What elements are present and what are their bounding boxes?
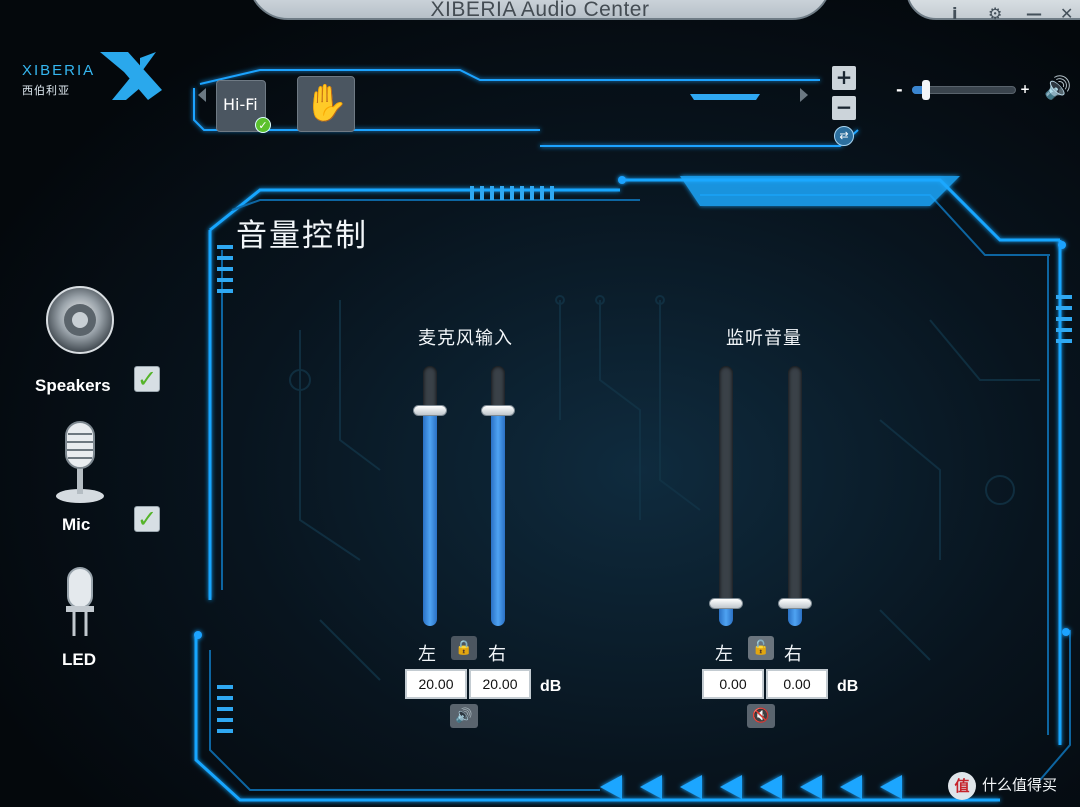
mic-speaker-icon[interactable]: 🔊	[450, 704, 478, 728]
sidebar-label-speakers[interactable]: Speakers	[35, 376, 111, 395]
mic-left-db-input[interactable]: 20.00	[405, 669, 467, 699]
mic-left-fill	[423, 410, 437, 626]
volume-minus-icon[interactable]: -	[896, 80, 903, 99]
gear-icon[interactable]: ⚙	[988, 4, 1003, 23]
monitor-lock-icon[interactable]: 🔓	[748, 636, 774, 660]
monitor-left-knob[interactable]	[709, 598, 743, 609]
mic-input-title: 麦克风输入	[418, 328, 513, 349]
monitor-db-unit: dB	[837, 678, 859, 695]
mic-lock-icon[interactable]: 🔒	[451, 636, 477, 660]
watermark-badge: 值	[948, 772, 976, 800]
speaker-icon[interactable]: 🔊	[1044, 76, 1072, 101]
mic-left-knob[interactable]	[413, 405, 447, 416]
monitor-right-label: 右	[784, 644, 802, 665]
monitor-mute-icon[interactable]: 🔇	[747, 704, 775, 728]
sidebar-label-led[interactable]: LED	[62, 650, 96, 669]
volume-plus-icon[interactable]: +	[1020, 82, 1031, 96]
mic-right-fill	[491, 410, 505, 626]
refresh-preset-button[interactable]: ⇄	[834, 126, 854, 146]
window-title: XIBERIA Audio Center	[430, 0, 650, 21]
mic-right-label: 右	[488, 644, 506, 665]
speakers-icon[interactable]	[44, 286, 118, 360]
remove-preset-button[interactable]: −	[832, 96, 856, 120]
sidebar-label-mic[interactable]: Mic	[62, 515, 91, 534]
mic-icon[interactable]	[50, 416, 110, 506]
custom-preset-hand-button[interactable]: ✋	[297, 76, 355, 132]
active-check-icon: ✓	[255, 117, 271, 133]
logo-subtitle: 西伯利亚	[22, 84, 70, 97]
mic-right-knob[interactable]	[481, 405, 515, 416]
window-controls: i ⚙ — ✕	[906, 0, 1080, 23]
hand-icon: ✋	[303, 83, 349, 124]
speakers-checkbox[interactable]: ✓	[134, 366, 160, 392]
window-title-tab: XIBERIA Audio Center	[248, 0, 832, 21]
logo-text: XIBERIA	[22, 62, 96, 79]
close-icon[interactable]: ✕	[1060, 4, 1074, 23]
monitor-right-db-input[interactable]: 0.00	[766, 669, 828, 699]
mic-left-label: 左	[418, 644, 436, 665]
monitor-left-label: 左	[715, 644, 733, 665]
monitor-right-knob[interactable]	[778, 598, 812, 609]
master-volume-fill	[912, 86, 930, 94]
monitor-volume-title: 监听音量	[726, 328, 802, 349]
monitor-right-track[interactable]	[788, 366, 802, 626]
mic-right-db-input[interactable]: 20.00	[469, 669, 531, 699]
preset-hifi[interactable]: Hi-Fi ✓	[216, 80, 271, 133]
preset-label: Hi-Fi	[223, 95, 258, 114]
info-icon[interactable]: i	[952, 4, 958, 23]
minimize-icon[interactable]: —	[1026, 4, 1042, 23]
mic-checkbox[interactable]: ✓	[134, 506, 160, 532]
master-volume-knob[interactable]	[922, 80, 930, 100]
monitor-left-db-input[interactable]: 0.00	[702, 669, 764, 699]
mic-db-unit: dB	[540, 678, 562, 695]
monitor-left-track[interactable]	[719, 366, 733, 626]
add-preset-button[interactable]: +	[832, 66, 856, 90]
watermark-text: 什么值得买	[982, 776, 1058, 794]
led-icon[interactable]	[60, 566, 100, 638]
brand-logo: XIBERIA 西伯利亚	[22, 50, 172, 110]
panel-title: 音量控制	[236, 218, 368, 254]
